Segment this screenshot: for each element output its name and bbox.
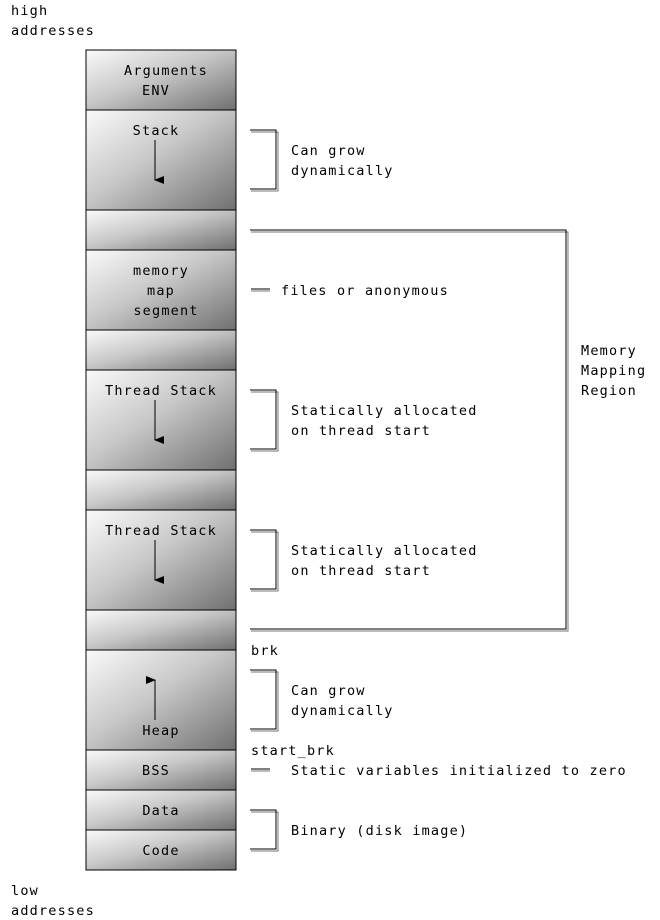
block-gap-1 xyxy=(85,209,237,251)
mmap-label-2: map xyxy=(147,283,175,299)
stack-note-2: dynamically xyxy=(291,163,394,179)
block-code xyxy=(85,829,237,871)
memory-mapping-region-bracket xyxy=(250,229,569,632)
region-label-1: Memory xyxy=(581,343,637,359)
start-brk-label: start_brk xyxy=(251,743,335,759)
heap-note-2: dynamically xyxy=(291,703,394,719)
region-label-3: Region xyxy=(581,383,637,399)
arguments-label: Arguments xyxy=(124,63,208,79)
bss-note: Static variables initialized to zero xyxy=(291,763,627,779)
mmap-label-1: memory xyxy=(133,263,189,279)
block-thread-stack-1 xyxy=(85,369,237,471)
block-gap-3 xyxy=(85,469,237,511)
block-arguments-env xyxy=(85,49,237,111)
bss-label: BSS xyxy=(142,763,170,779)
stack-label: Stack xyxy=(133,123,180,139)
low-addresses-label-1: low xyxy=(11,883,39,899)
stack-bracket xyxy=(250,129,279,192)
block-memory-map-segment xyxy=(85,249,237,331)
memory-column xyxy=(85,49,237,871)
env-label: ENV xyxy=(142,83,170,99)
block-gap-4 xyxy=(85,609,237,651)
thread-stack-1-note-2: on thread start xyxy=(291,423,431,439)
thread-stack-2-note-2: on thread start xyxy=(291,563,431,579)
heap-bracket xyxy=(250,669,279,732)
heap-note-1: Can grow xyxy=(291,683,366,699)
mmap-label-3: segment xyxy=(133,303,198,319)
block-thread-stack-2 xyxy=(85,509,237,611)
high-addresses-label-2: addresses xyxy=(11,23,95,39)
code-label: Code xyxy=(142,843,179,859)
binary-bracket xyxy=(250,809,279,852)
thread-stack-1-note-1: Statically allocated xyxy=(291,403,478,419)
block-bss xyxy=(85,749,237,791)
thread-stack-2-bracket xyxy=(250,529,279,592)
high-addresses-label-1: high xyxy=(11,3,48,19)
block-heap xyxy=(85,649,237,751)
block-stack xyxy=(85,109,237,211)
region-label-2: Mapping xyxy=(581,363,646,379)
block-gap-2 xyxy=(85,329,237,371)
low-addresses-label-2: addresses xyxy=(11,903,95,919)
mmap-dash xyxy=(251,288,270,292)
mmap-note: files or anonymous xyxy=(281,283,449,299)
thread-stack-2-label: Thread Stack xyxy=(105,523,217,539)
bss-dash xyxy=(251,768,270,772)
brk-label: brk xyxy=(251,643,279,659)
binary-note: Binary (disk image) xyxy=(291,823,468,839)
thread-stack-1-bracket xyxy=(250,389,279,452)
stack-note-1: Can grow xyxy=(291,143,366,159)
thread-stack-2-note-1: Statically allocated xyxy=(291,543,478,559)
heap-label: Heap xyxy=(142,723,179,739)
thread-stack-1-label: Thread Stack xyxy=(105,383,217,399)
data-label: Data xyxy=(142,803,179,819)
